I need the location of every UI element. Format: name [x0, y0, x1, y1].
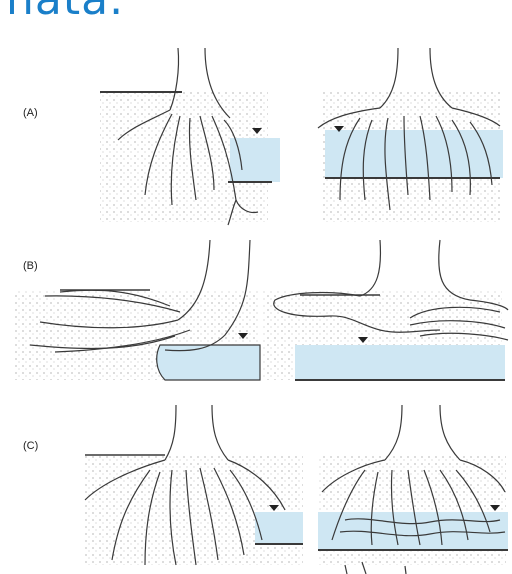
panel-a [100, 48, 503, 225]
panel-b [15, 240, 508, 380]
water-b-right [295, 345, 505, 380]
panel-c [85, 405, 508, 574]
water-a-right [325, 130, 503, 178]
